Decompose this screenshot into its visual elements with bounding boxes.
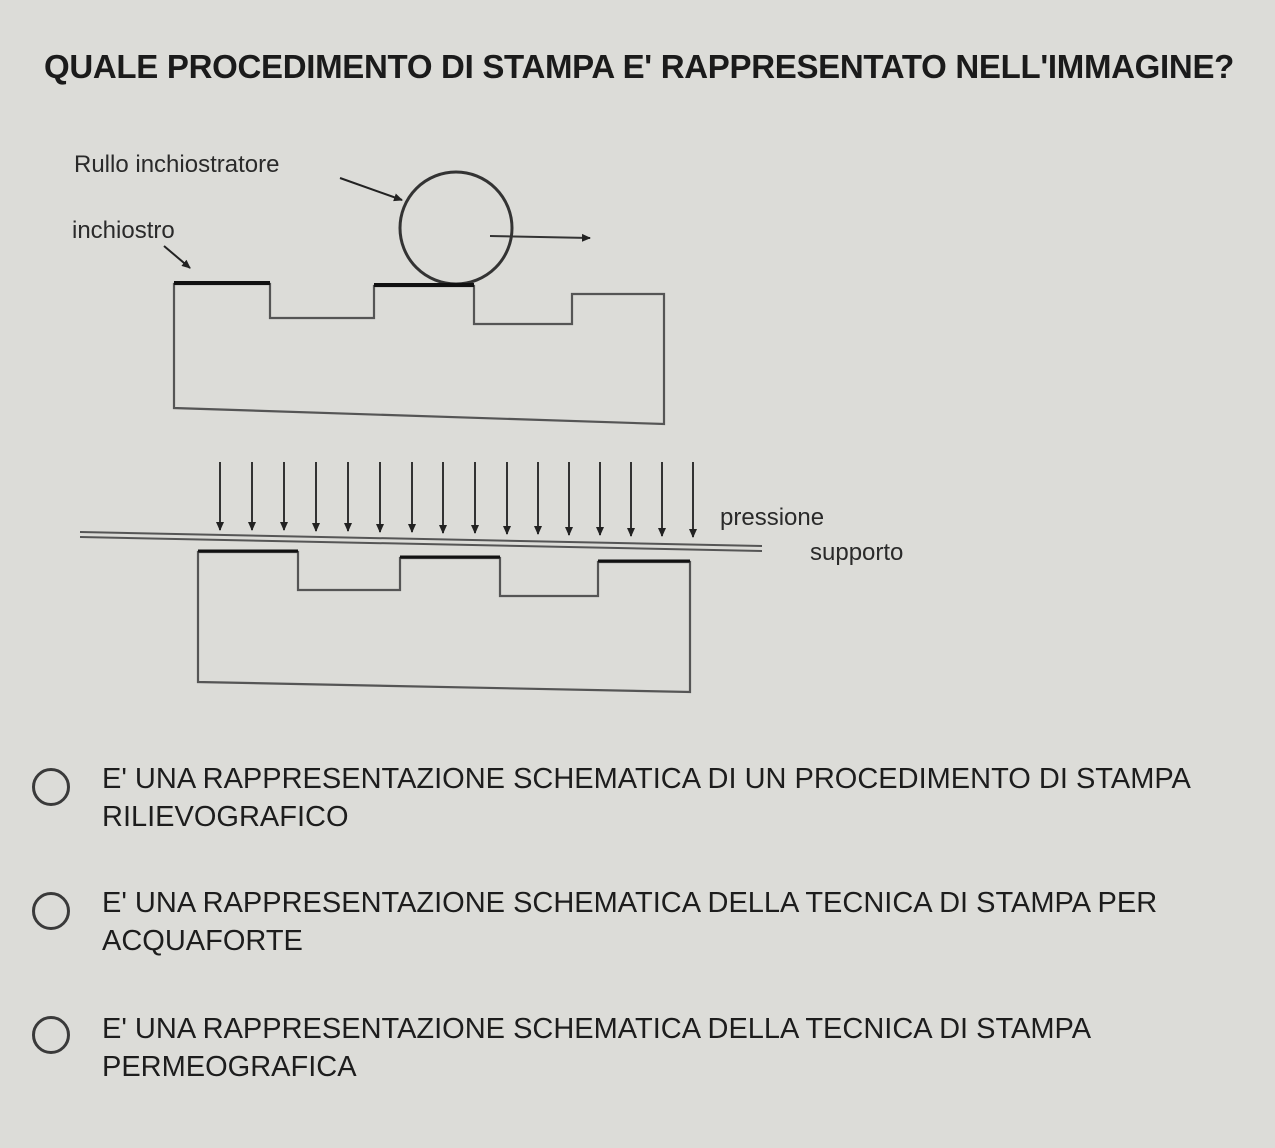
pressure-label: pressione (720, 504, 824, 531)
ink-label-arrow (163, 245, 191, 269)
roller-label-arrow (339, 177, 403, 202)
answer-option-etching[interactable]: E' UNA RAPPRESENTAZIONE SCHEMATICA DELLA… (24, 884, 1204, 964)
roller-label: Rullo inchiostratore (74, 151, 279, 178)
relief-plate-top (172, 282, 666, 426)
radio-button-relief[interactable] (32, 768, 70, 806)
answer-option-label: E' UNA RAPPRESENTAZIONE SCHEMATICA DI UN… (102, 763, 1190, 833)
support-label: supporto (810, 539, 903, 566)
support-sheet-bottom (79, 536, 763, 552)
radio-button-screen[interactable] (32, 1016, 70, 1054)
question-title: QUALE PROCEDIMENTO DI STAMPA E' RAPPRESE… (44, 48, 1235, 85)
roller-direction-arrow (489, 233, 591, 242)
relief-printing-diagram: Rullo inchiostratore inchiostro pression… (72, 151, 903, 694)
answer-option-label: E' UNA RAPPRESENTAZIONE SCHEMATICA DELLA… (102, 1013, 1090, 1083)
answer-option-screen[interactable]: E' UNA RAPPRESENTAZIONE SCHEMATICA DELLA… (24, 1010, 1204, 1090)
answer-option-relief[interactable]: E' UNA RAPPRESENTAZIONE SCHEMATICA DI UN… (24, 760, 1204, 840)
answer-option-label: E' UNA RAPPRESENTAZIONE SCHEMATICA DELLA… (102, 887, 1158, 957)
support-sheet-top (79, 531, 763, 547)
ink-roller (398, 170, 514, 286)
pressure-arrows (216, 462, 697, 538)
relief-plate-bottom (196, 550, 692, 694)
radio-button-etching[interactable] (32, 892, 70, 930)
ink-label: inchiostro (72, 217, 175, 244)
